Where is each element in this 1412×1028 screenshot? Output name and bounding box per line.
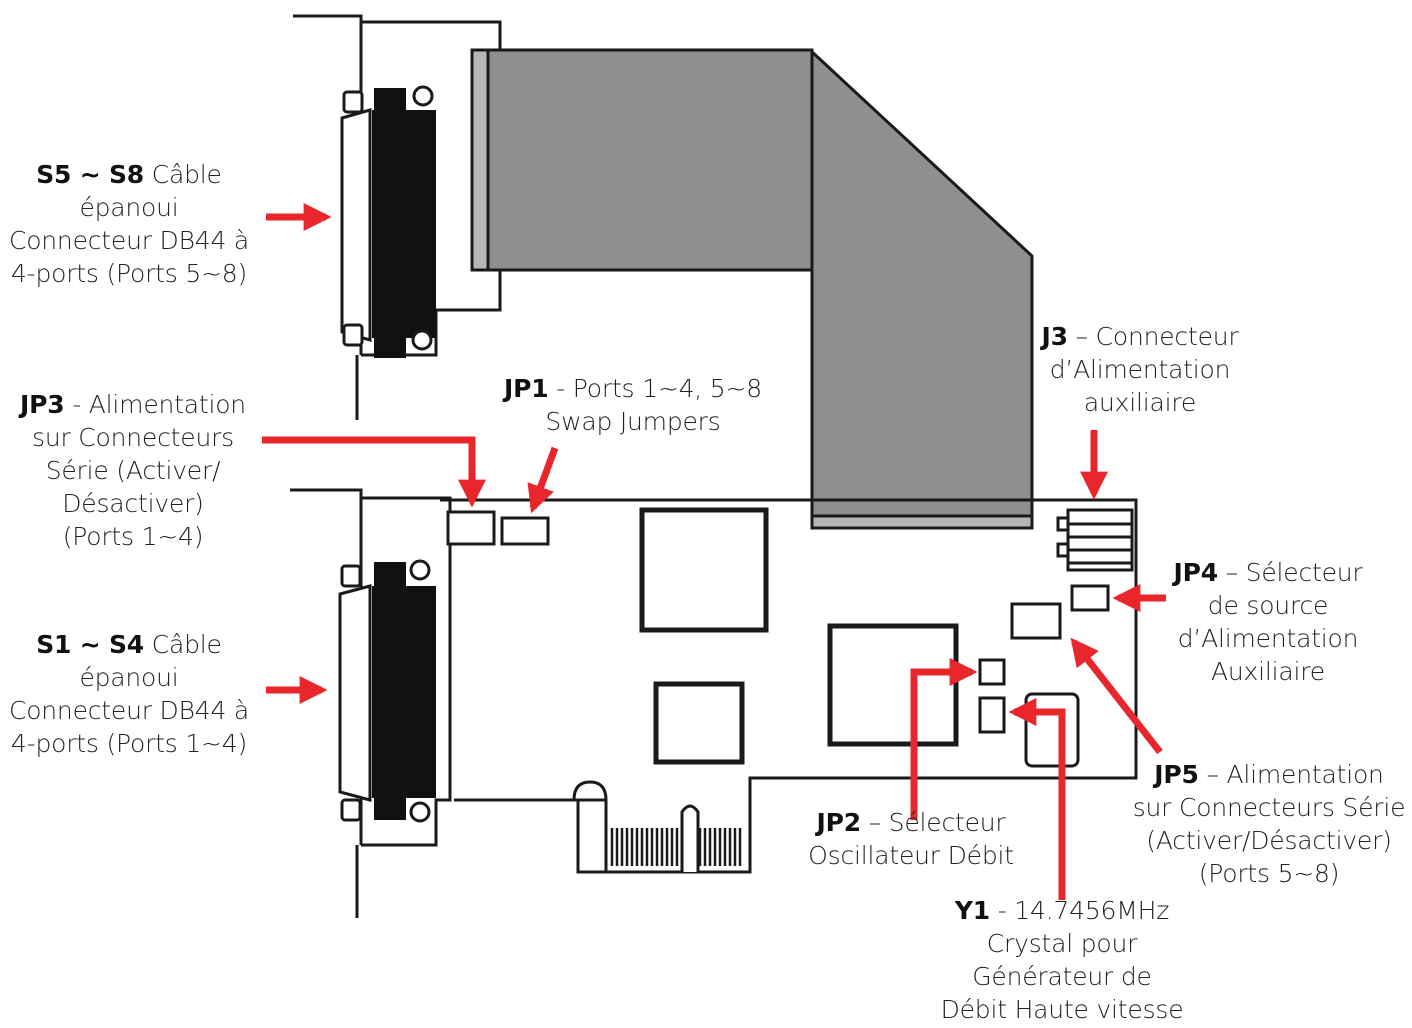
jp5-arrow bbox=[1070, 637, 1163, 755]
jp4-label: JP4 – Sélecteur de source d’Alimentation… bbox=[1173, 558, 1363, 686]
pcie-gold-fingers bbox=[610, 828, 742, 866]
jp1-label: JP1 - Ports 1~4, 5~8 Swap Jumpers bbox=[504, 374, 762, 436]
s1s4-label: S1 ~ S4 Câble épanoui Connecteur DB44 à … bbox=[8, 630, 250, 758]
main-chip bbox=[639, 507, 769, 633]
y1-crystal-pad bbox=[978, 696, 1006, 734]
s5s8-label: S5 ~ S8 Câble épanoui Connecteur DB44 à … bbox=[8, 160, 250, 288]
jp3-jumper bbox=[446, 510, 496, 546]
y1-arrow bbox=[1008, 698, 1066, 900]
secondary-chip bbox=[653, 681, 745, 765]
jp2-label: JP2 – Sélecteur Oscillateur Débit bbox=[808, 808, 1014, 870]
j3-label: J3 – Connecteur d’Alimentation auxiliair… bbox=[1041, 322, 1239, 417]
j3-power-connector bbox=[1056, 508, 1134, 572]
pcie-key-notch bbox=[680, 804, 700, 872]
jp5-label: JP5 – Alimentation sur Connecteurs Série… bbox=[1132, 760, 1406, 888]
jp1-arrow bbox=[527, 446, 559, 514]
pcie-notch bbox=[572, 780, 608, 801]
jp1-jumper bbox=[500, 516, 550, 546]
y1-label: Y1 - 14.7456MHz Crystal pour Générateur … bbox=[940, 896, 1184, 1024]
jp3-label: JP3 - Alimentation sur Connecteurs Série… bbox=[20, 390, 246, 551]
jp2-jumper bbox=[978, 658, 1006, 686]
jp2-arrow bbox=[910, 658, 978, 820]
jp5-jumper bbox=[1010, 602, 1062, 640]
pointer-arrows bbox=[262, 203, 1166, 900]
uart-chip bbox=[827, 623, 959, 747]
jp4-jumper bbox=[1070, 584, 1110, 612]
pcb-components bbox=[446, 507, 1110, 768]
lower-db44-connector bbox=[338, 559, 436, 823]
pcb-outline bbox=[440, 498, 1138, 874]
ribbon-cable bbox=[470, 48, 1034, 530]
y1-crystal bbox=[1024, 692, 1080, 768]
jp3-arrow bbox=[262, 436, 486, 508]
upper-db44-connector bbox=[340, 85, 436, 358]
